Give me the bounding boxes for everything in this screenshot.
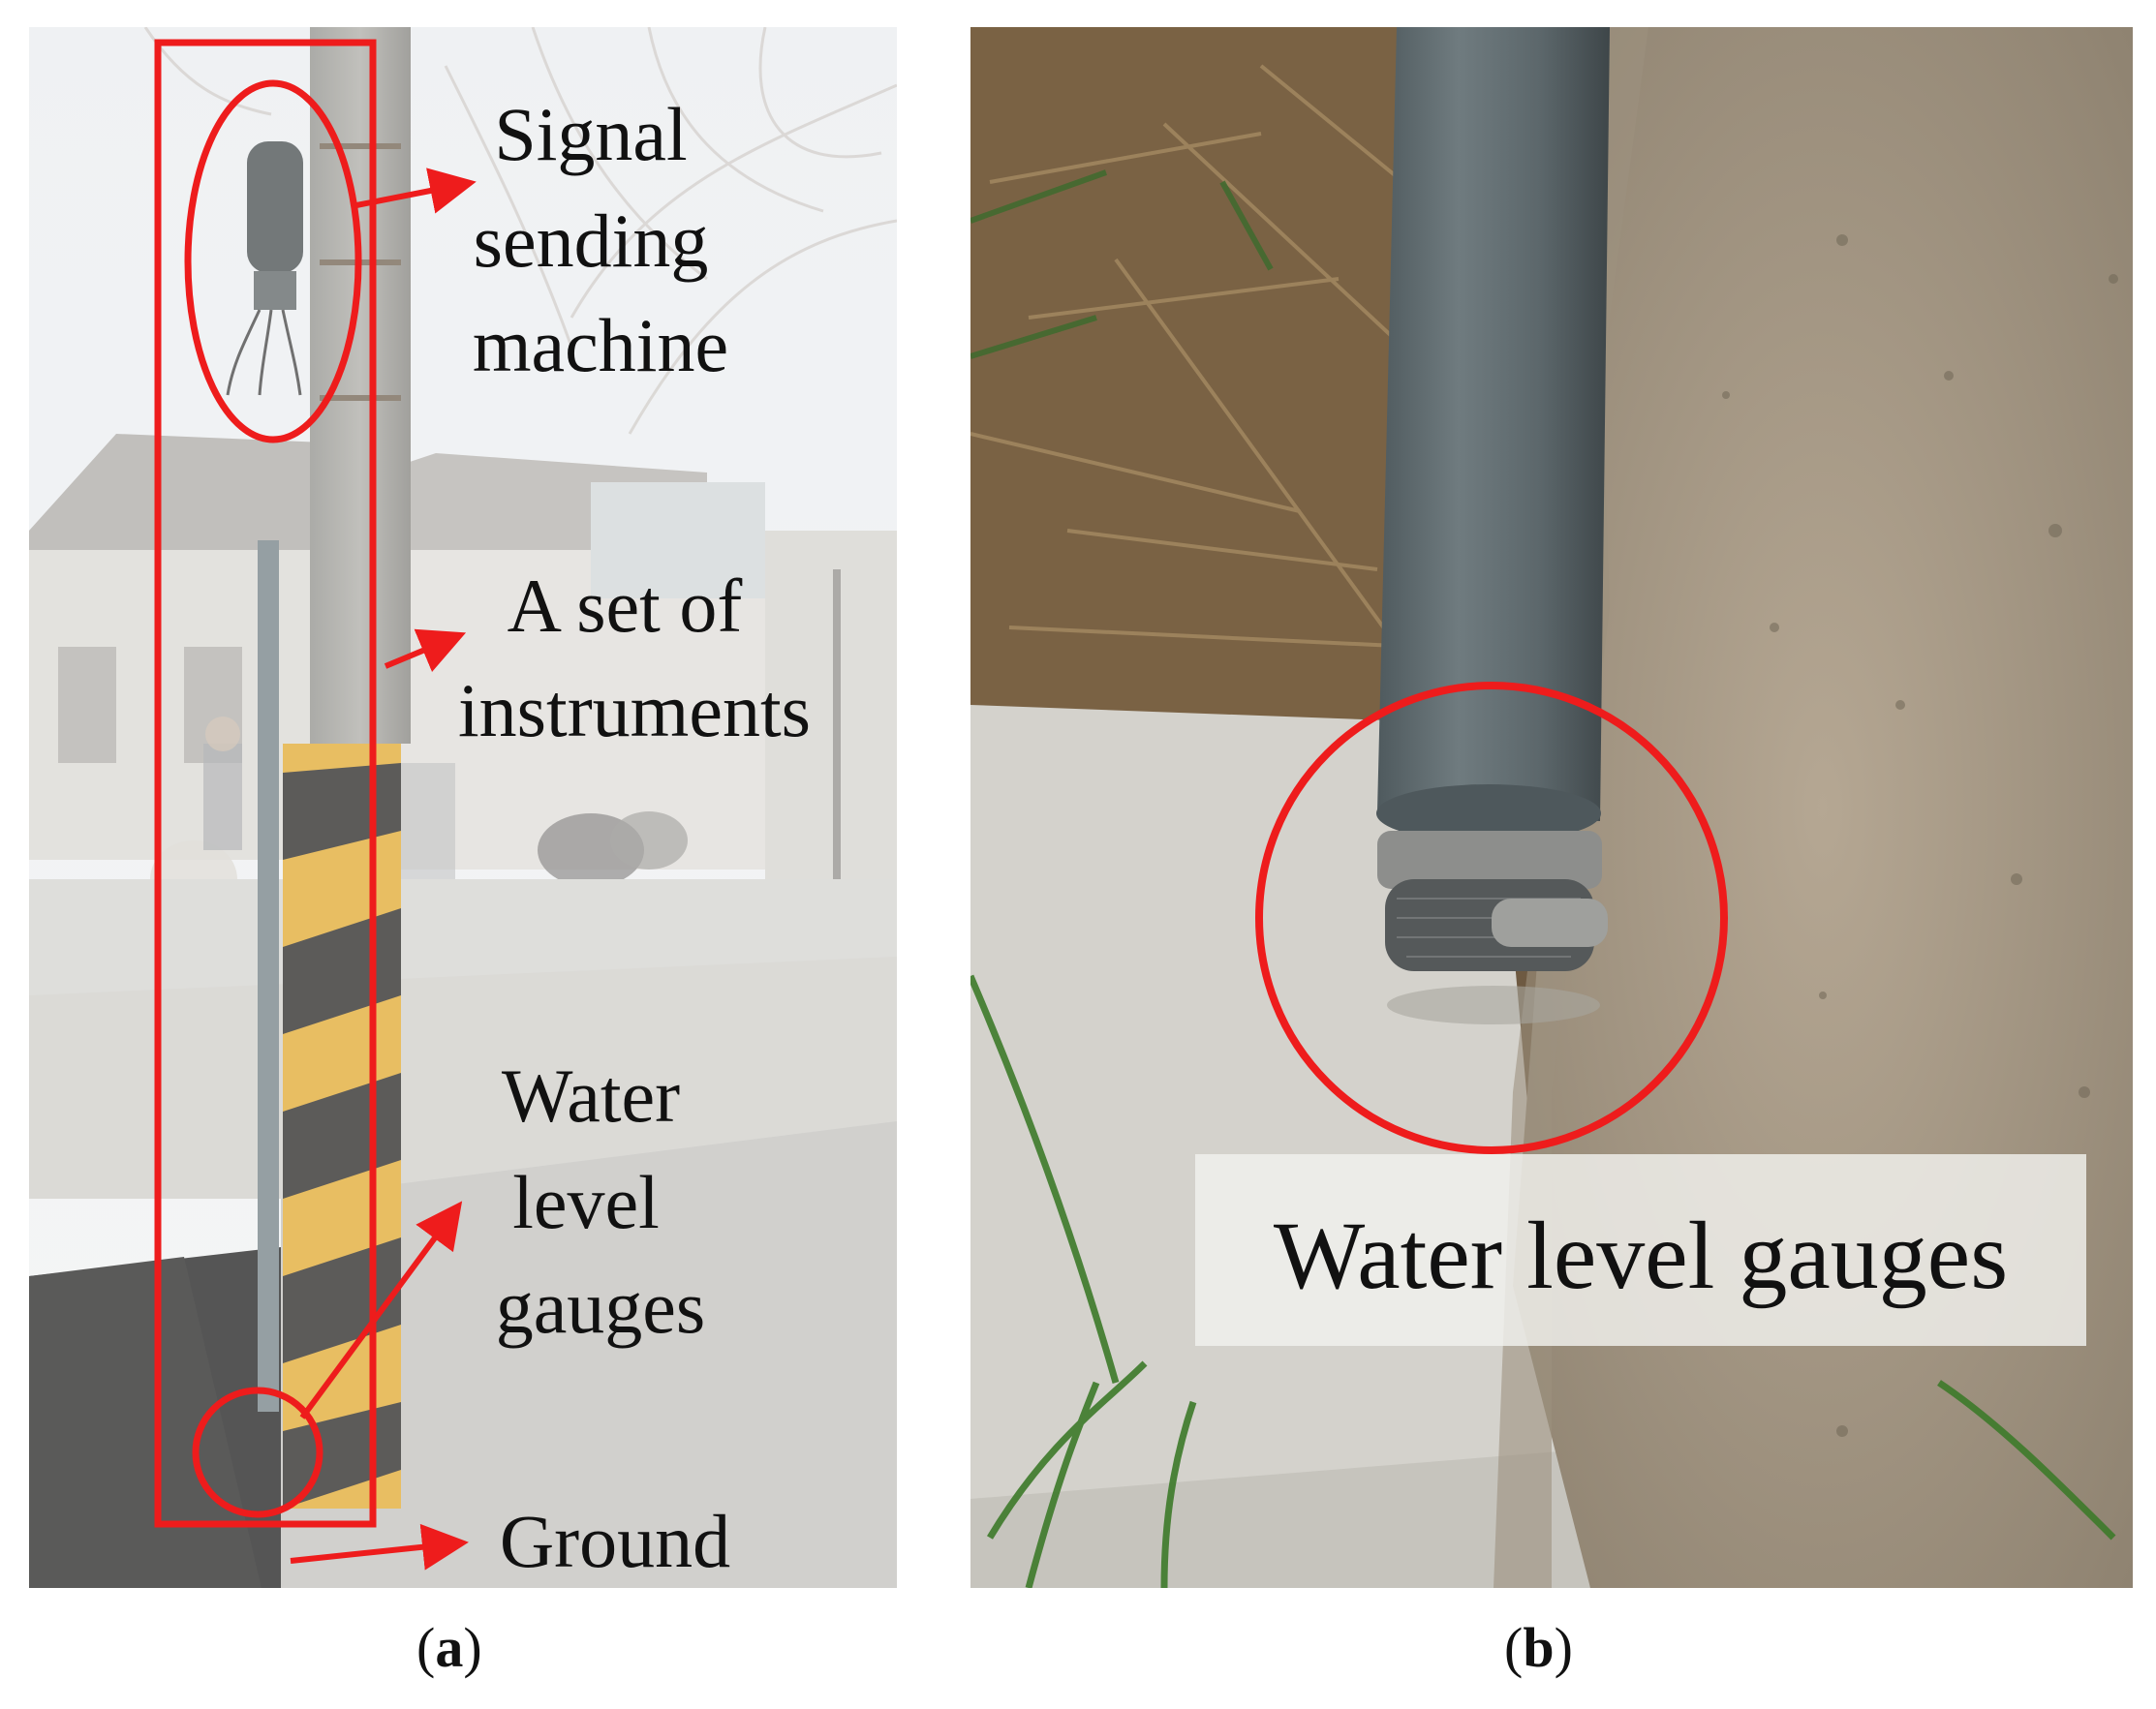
- label-gauge-2: level: [512, 1160, 660, 1244]
- gauge-circle: [192, 1387, 323, 1518]
- caption-b: (b): [1504, 1616, 1573, 1679]
- label-gauge-3: gauges: [496, 1265, 706, 1349]
- label-water-level-gauges-b: Water level gauges: [1274, 1202, 2008, 1309]
- label-instruments-1: A set of: [508, 564, 743, 648]
- panel-a-photo: [29, 27, 897, 1588]
- gauge-circle-b: [1255, 682, 1728, 1154]
- ground-arrow: [290, 1523, 469, 1571]
- signal-arrow: [355, 168, 477, 214]
- label-signal-2: sending: [474, 198, 709, 283]
- label-instruments-2: instruments: [458, 668, 811, 752]
- instruments-box: [154, 39, 377, 1528]
- gauge-arrow: [299, 1201, 463, 1419]
- instruments-arrow: [384, 628, 467, 672]
- antenna-circle: [184, 79, 362, 443]
- label-box-b: [1195, 1154, 2086, 1346]
- label-ground: Ground: [500, 1499, 730, 1583]
- label-signal-3: machine: [473, 303, 728, 387]
- caption-a: (a): [416, 1616, 482, 1679]
- label-gauge-1: Water: [502, 1053, 680, 1138]
- label-signal-1: Signal: [494, 92, 687, 176]
